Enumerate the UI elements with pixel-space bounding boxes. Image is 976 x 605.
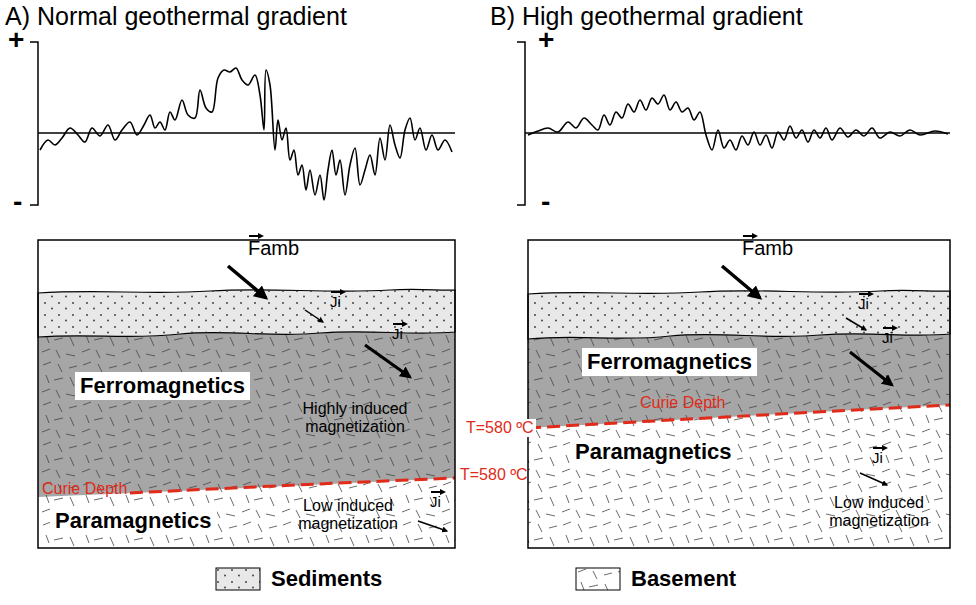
axis-sign: + xyxy=(538,26,554,54)
layer-label-box: Paramagnetics xyxy=(50,507,217,535)
layer-name: Ferromagnetics xyxy=(587,349,752,375)
legend-item: Basement xyxy=(575,566,736,592)
section-b xyxy=(528,240,950,548)
panel-title: B) High geothermal gradient xyxy=(490,2,803,31)
section-a xyxy=(38,240,455,548)
curie-depth-label: Curie Depth xyxy=(42,480,127,498)
magnetization-note: Low induced magnetization xyxy=(278,497,418,534)
magnetization-vector-label: Ji xyxy=(882,330,893,345)
layer-name: Paramagnetics xyxy=(55,508,212,534)
anomaly-axes xyxy=(30,42,950,205)
magnetization-vector-label: Ji xyxy=(858,296,869,311)
curie-depth-label: Curie Depth xyxy=(640,394,725,412)
legend-text: Sediments xyxy=(271,566,382,592)
legend-text: Basement xyxy=(631,566,736,592)
magnetization-vector-label: Ji xyxy=(430,494,441,509)
anomaly-curve xyxy=(40,68,452,200)
axis-sign: + xyxy=(8,26,24,54)
layer-name: Paramagnetics xyxy=(575,439,732,465)
legend-item: Sediments xyxy=(215,566,382,592)
magnetization-vector-label: Ji xyxy=(392,326,403,341)
anomaly-curves xyxy=(40,68,948,200)
panel-title: A) Normal geothermal gradient xyxy=(5,2,347,31)
field-vector-label: Famb xyxy=(742,238,793,258)
axis-sign: - xyxy=(13,188,22,216)
magnetization-vector-label: Ji xyxy=(330,294,341,309)
magnetization-note: Highly induced magnetization xyxy=(288,400,422,437)
layer-label-box: Ferromagnetics xyxy=(582,348,757,376)
curie-temperature-label: T=580 ºC xyxy=(464,419,536,437)
magnetization-note: Low induced magnetization xyxy=(814,494,944,531)
layer-label-box: Paramagnetics xyxy=(570,438,737,466)
axis-sign: - xyxy=(541,188,550,216)
anomaly-curve xyxy=(528,95,948,150)
legend-swatch xyxy=(215,567,261,591)
layer-label-box: Ferromagnetics xyxy=(75,372,250,400)
layer-name: Ferromagnetics xyxy=(80,373,245,399)
legend-swatch xyxy=(575,567,621,591)
curie-temperature-label: T=580 ºC xyxy=(460,466,528,484)
magnetization-vector-label: Ji xyxy=(872,450,883,465)
field-vector-label: Famb xyxy=(248,238,299,258)
